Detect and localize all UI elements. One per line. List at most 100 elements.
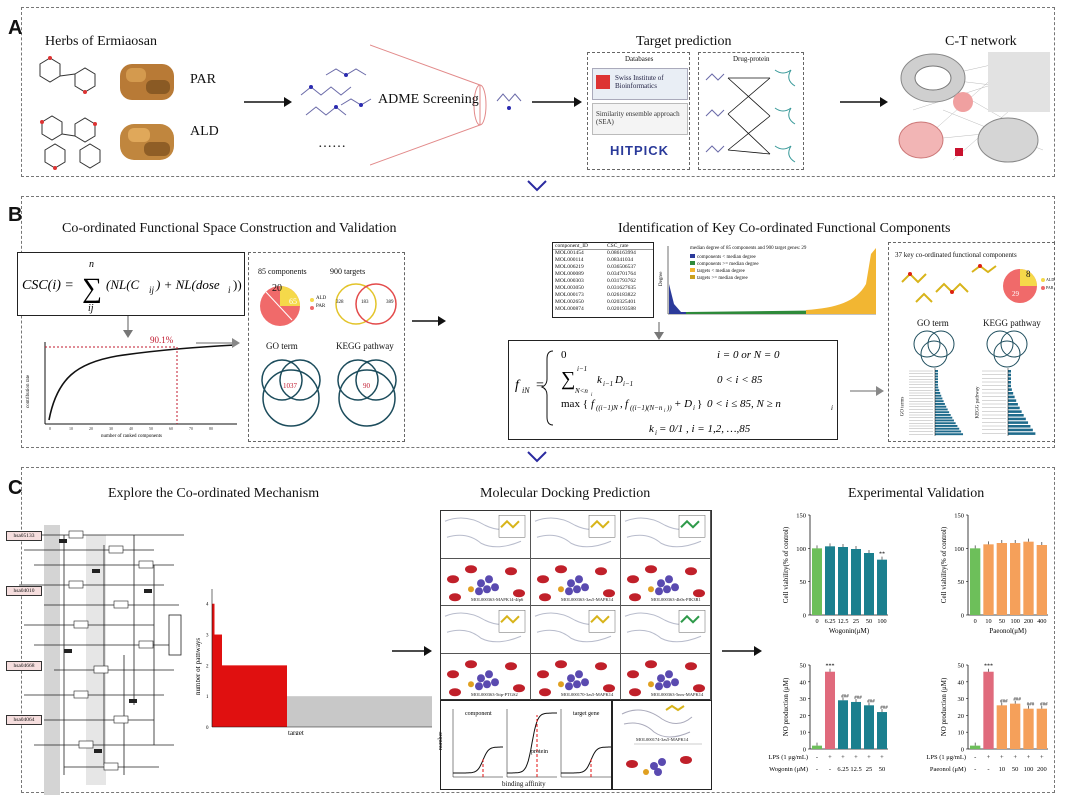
exp-y-tick: 0	[803, 747, 806, 754]
sig-dstar: **	[879, 552, 885, 558]
hbar	[1008, 377, 1011, 380]
pathway-bar	[422, 696, 425, 727]
exp-x-tick: 6.25	[825, 618, 836, 625]
table-cell-rate: 0.086163994	[607, 250, 636, 256]
targ-n1: 328	[336, 300, 344, 305]
db-sib: Swiss Institute of Bioinformatics	[592, 68, 688, 100]
pathway-bar	[292, 696, 295, 727]
pathway-bar	[252, 665, 255, 727]
exp-bar	[1023, 541, 1034, 615]
pathway-bar	[324, 696, 327, 727]
pathway-bar	[259, 665, 262, 727]
exp-bar	[825, 546, 835, 615]
docking-label: MOL000363-MAPK14-4fp6	[471, 596, 524, 602]
exp-x-tick: 100	[877, 618, 886, 625]
hbar	[935, 427, 960, 430]
pathway-bar	[242, 665, 245, 727]
pathway-bar	[229, 665, 232, 727]
kegg-center: 90	[363, 382, 370, 390]
sig-hash: ###	[1040, 703, 1048, 708]
pathway-y-tick: 1	[206, 695, 209, 700]
pathway-bar	[294, 696, 297, 727]
pathway-bar	[239, 665, 242, 727]
legend-par: PAR	[316, 304, 326, 309]
svg-text:+ D: + D	[674, 398, 692, 410]
pathway-y-tick: 4	[206, 603, 209, 608]
treatment-value: 6.25	[837, 766, 848, 773]
pathway-bar	[344, 696, 347, 727]
key-kegg-label: KEGG pathway	[983, 318, 1041, 328]
pathway-bar	[382, 696, 385, 727]
c-mid-title: Molecular Docking Prediction	[480, 486, 651, 501]
docking-image	[447, 659, 525, 696]
dist-ylabel: number	[438, 731, 445, 751]
pathway-bar	[232, 665, 235, 727]
table-cell-id: MOL000303	[555, 278, 584, 284]
pathway-bar	[247, 665, 250, 727]
table-cell-id: MOL001454	[555, 250, 584, 256]
pathway-bar	[392, 696, 395, 727]
kegg-axis-label: KEGG pathway	[975, 386, 981, 419]
docking-label: MOL000363-3zs5-MAPK14	[561, 596, 614, 602]
hbar	[935, 386, 939, 389]
svg-text:max {: max {	[561, 398, 588, 410]
hbar	[1008, 406, 1020, 410]
svg-text:i: i	[591, 393, 593, 398]
sig-hash: ###	[841, 694, 849, 699]
pathway-bar	[327, 696, 330, 727]
hbar	[935, 394, 942, 397]
docking-grid: MOL000363-MAPK14-4fp6 MOL000363-3zs5-MAPK…	[440, 510, 712, 701]
exp-bar	[983, 544, 994, 615]
go-term-label: GO term	[266, 341, 298, 351]
hbar	[935, 425, 958, 427]
exp-bar	[825, 671, 835, 749]
sig-hash: ###	[1013, 698, 1021, 703]
filtered-molecules	[496, 93, 522, 110]
go-bar-chart	[909, 368, 964, 436]
hbar	[935, 375, 938, 378]
exp-bar	[996, 705, 1007, 749]
svg-text:=: =	[536, 378, 544, 393]
exp-y-tick: 20	[958, 713, 965, 720]
svg-text:) + NL(dose: ) + NL(dose	[155, 277, 220, 292]
target-prediction-title: Target prediction	[636, 34, 732, 49]
exp-y-tick: 100	[954, 546, 964, 553]
hbar	[1008, 425, 1031, 428]
svg-text:i: i	[693, 404, 695, 412]
hbar	[1008, 403, 1018, 406]
docking-cell	[531, 511, 621, 559]
dist-curve	[507, 712, 557, 774]
exp-xlabel: Wogonin(μM)	[829, 627, 870, 635]
arrow-b1	[196, 338, 240, 348]
treatment-value: +	[828, 754, 832, 761]
pathway-bar	[397, 696, 400, 727]
ct-network-graph	[898, 52, 1050, 163]
hbar	[1008, 399, 1017, 402]
svg-text:60: 60	[169, 426, 173, 431]
treatment-value: 50	[879, 766, 886, 773]
chevron-down-icon-2	[527, 451, 547, 463]
sig-hash: ###	[1000, 699, 1008, 704]
svg-text:ij: ij	[88, 303, 94, 314]
sig-hash: ###	[880, 706, 888, 711]
hbar	[1008, 384, 1011, 388]
svg-text:i: i	[664, 409, 666, 414]
targets-venn	[335, 283, 397, 325]
exp-bar	[838, 700, 848, 749]
pathway-bar	[402, 696, 405, 727]
pathway-bar	[234, 665, 237, 727]
hbar	[935, 378, 938, 381]
go-axis-label: GO terms	[900, 396, 906, 417]
table-cell-id: MOL000874	[555, 306, 584, 312]
kegg-bar-chart	[982, 368, 1036, 436]
pathway-bar	[237, 665, 240, 727]
table-cell-rate: 0.020193588	[607, 306, 636, 312]
hbar	[935, 430, 962, 433]
hbar	[935, 372, 938, 375]
pathway-bar	[267, 665, 270, 727]
docking-cell	[621, 606, 711, 654]
panel-a	[21, 7, 1055, 177]
svg-text:,: ,	[620, 398, 623, 410]
